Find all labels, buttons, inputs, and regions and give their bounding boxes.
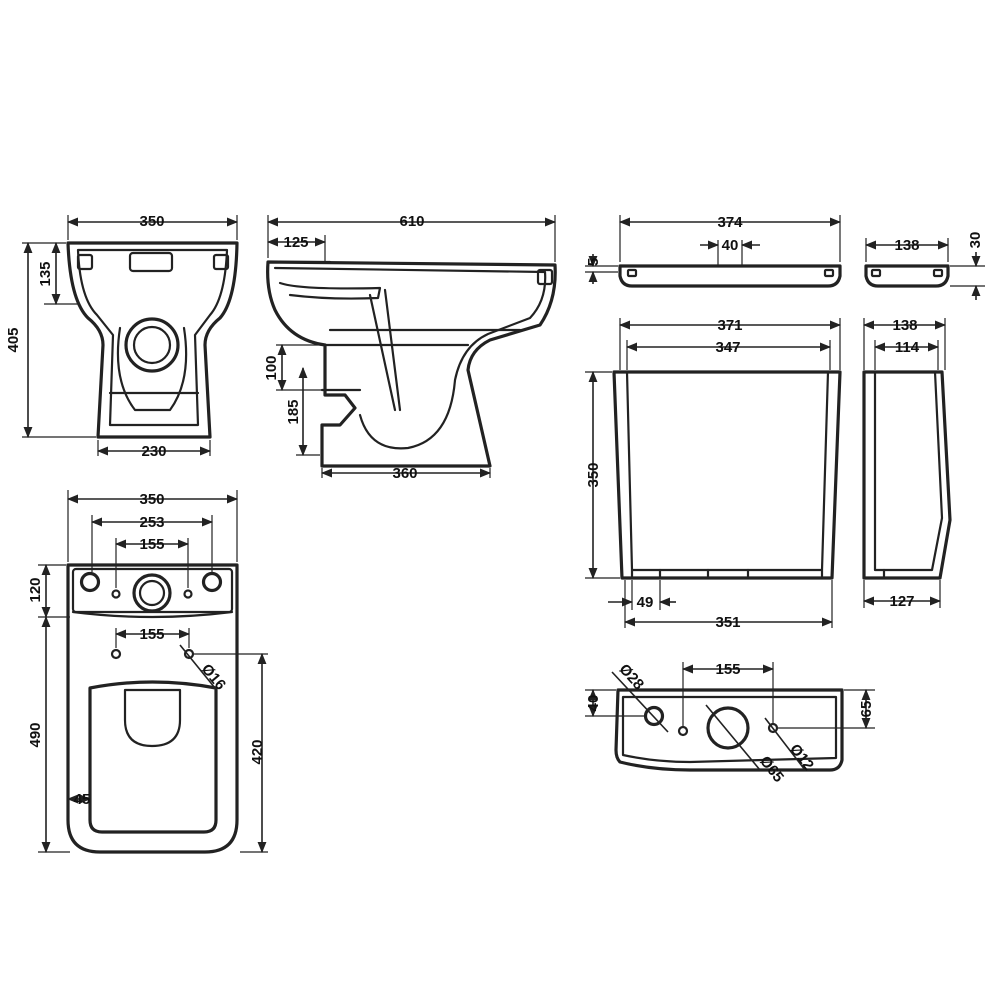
dim-cistern-top-width: 371 <box>717 317 742 334</box>
cistern-front-view <box>612 370 842 580</box>
dim-lid-width: 374 <box>717 214 743 231</box>
dim-lid-thickness: 5 <box>585 258 602 266</box>
dim-pan-top-depth: 490 <box>27 722 44 747</box>
dim-cistern-side-inner: 114 <box>895 339 920 356</box>
pan-top-view <box>66 563 239 854</box>
dim-lid-side-depth: 138 <box>894 237 919 254</box>
dim-cistern-side-base: 127 <box>889 593 914 610</box>
cistern-lid-side-view <box>864 264 950 288</box>
pan-side-dimensions: 610 125 100 185 360 <box>263 213 557 482</box>
dim-cistern-bottom-left-dia: Ø28 <box>616 661 648 693</box>
dim-pan-top-hole-spacing: 155 <box>139 626 164 643</box>
dim-pan-top-fix-inner: 155 <box>139 536 164 553</box>
dim-cistern-height: 350 <box>585 462 602 487</box>
dim-pan-side-outlet-height: 100 <box>263 355 280 380</box>
dim-lid-center: 40 <box>722 237 739 254</box>
cistern-bottom-dimensions: 155 Ø28 40 65 Ø65 Ø12 <box>585 661 875 786</box>
dim-cistern-bottom-left-offset: 40 <box>585 695 602 712</box>
dim-pan-top-fix-outer: 253 <box>139 514 164 531</box>
dim-pan-top-edge-offset: 45 <box>74 791 91 808</box>
dim-pan-top-cistern-depth: 120 <box>27 577 44 602</box>
dim-pan-front-base: 230 <box>141 443 166 460</box>
dim-pan-top-seat-depth: 420 <box>249 739 266 764</box>
dim-cistern-bottom-right-offset: 65 <box>858 701 875 718</box>
dim-pan-side-top: 125 <box>283 234 308 251</box>
pan-side-view <box>266 260 557 468</box>
dim-pan-front-width: 350 <box>139 213 164 230</box>
cistern-front-dimensions: 371 347 350 49 351 <box>585 317 842 631</box>
cistern-side-dimensions: 138 114 127 <box>862 317 947 610</box>
dim-lid-side-height: 30 <box>967 232 984 249</box>
pan-top-dimensions: 350 253 155 120 490 420 155 Ø16 45 <box>27 490 268 854</box>
dim-pan-top-width: 350 <box>139 491 164 508</box>
dim-cistern-foot: 49 <box>637 594 654 611</box>
cistern-lid-side-dimensions: 138 30 <box>864 232 985 300</box>
dim-cistern-side-top: 138 <box>892 317 917 334</box>
cistern-lid-dimensions: 374 40 5 <box>585 214 842 284</box>
dim-pan-front-height: 405 <box>5 327 22 352</box>
dim-pan-front-top: 135 <box>37 261 54 286</box>
cistern-side-view <box>862 370 952 580</box>
pan-front-view <box>66 241 239 439</box>
dim-pan-top-hole-dia: Ø16 <box>198 661 229 694</box>
dim-cistern-bottom-spacing: 155 <box>715 661 740 678</box>
dim-cistern-inner-width: 347 <box>715 339 740 356</box>
dim-pan-side-base: 360 <box>392 465 417 482</box>
dim-pan-side-length: 610 <box>399 213 424 230</box>
dim-pan-side-outlet-depth: 185 <box>285 399 302 424</box>
cistern-lid-view <box>618 264 842 288</box>
cistern-bottom-view <box>614 688 844 772</box>
pan-front-dimensions: 350 405 135 230 <box>5 213 239 460</box>
dim-cistern-base-width: 351 <box>715 614 740 631</box>
